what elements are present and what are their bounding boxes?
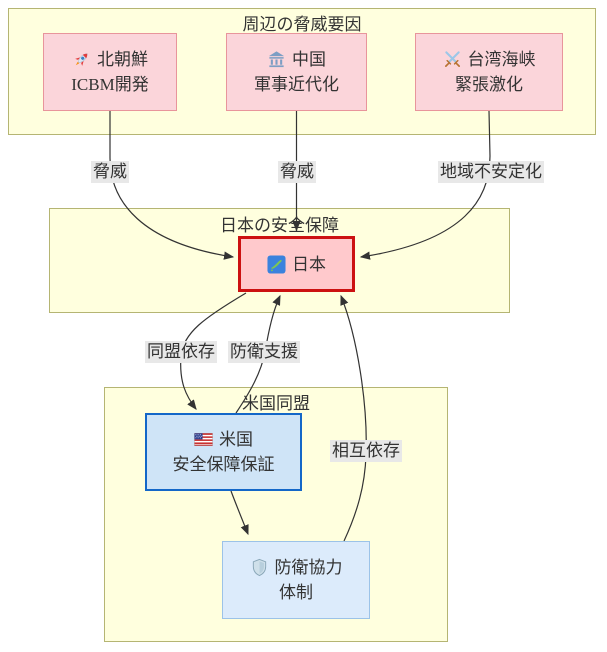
edge-label-alliance-dependence: 同盟依存: [145, 341, 217, 363]
node-china[interactable]: 中国 軍事近代化: [226, 33, 367, 111]
edge-defense-japan: [340, 294, 367, 542]
shield-icon: [250, 558, 269, 577]
cluster-title-threat-factors: 周辺の脅威要因: [242, 15, 362, 34]
node-north-korea[interactable]: 北朝鮮 ICBM開発: [43, 33, 177, 111]
edge-label-mutual-dependence: 相互依存: [330, 440, 402, 462]
node-defense-cooperation[interactable]: 防衛協力 体制: [222, 541, 370, 619]
crossed-swords-icon: [443, 50, 462, 69]
cluster-title-japan-security: 日本の安全保障: [220, 216, 339, 235]
node-label: 中国: [292, 50, 326, 69]
node-label: 日本: [292, 254, 326, 274]
edge-label-destabilization: 地域不安定化: [438, 161, 544, 183]
japan-map-icon: [267, 254, 286, 274]
edge-label-defense-support: 防衛支援: [228, 341, 300, 363]
node-label-line2: ICBM開発: [71, 75, 149, 94]
node-label: 米国: [219, 430, 253, 449]
node-label-line2: 軍事近代化: [254, 75, 339, 94]
edge-usa-defense: [230, 490, 249, 536]
node-label: 北朝鮮: [97, 50, 148, 69]
rocket-icon: [72, 50, 91, 69]
node-label-line2: 緊張激化: [455, 75, 523, 94]
edge-label-threat-1: 脅威: [91, 161, 129, 183]
us-flag-icon: [194, 430, 213, 449]
cluster-title-us-alliance: 米国同盟: [242, 394, 310, 413]
node-label-line2: 体制: [279, 583, 313, 602]
edge-label-threat-2: 脅威: [278, 161, 316, 183]
node-taiwan-strait[interactable]: 台湾海峡 緊張激化: [415, 33, 563, 111]
node-label: 防衛協力: [274, 558, 343, 577]
node-label-line2: 安全保障保証: [172, 455, 275, 474]
node-label: 台湾海峡: [467, 50, 536, 69]
node-japan[interactable]: 日本: [238, 236, 355, 292]
bank-icon: [267, 50, 286, 69]
node-usa[interactable]: 米国 安全保障保証: [145, 413, 302, 491]
